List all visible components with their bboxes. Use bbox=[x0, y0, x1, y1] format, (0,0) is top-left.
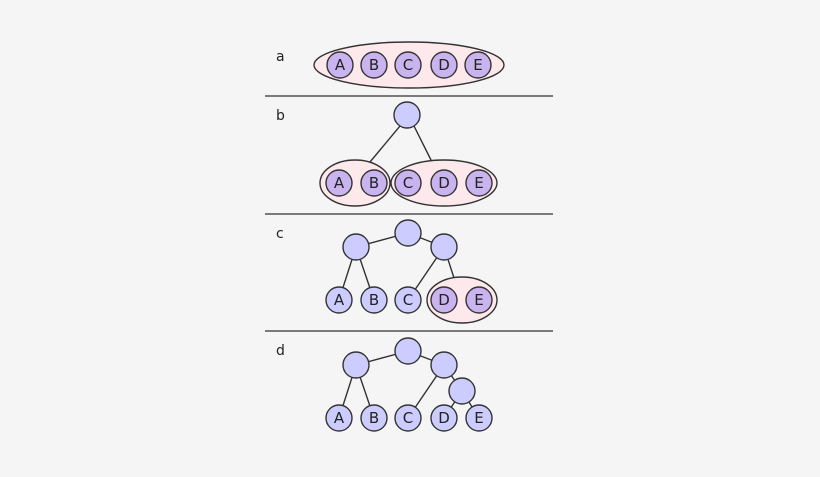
leaf-node-c-E: E bbox=[465, 286, 493, 314]
leaf-node-a-C: C bbox=[394, 51, 422, 79]
leaf-node-c-D: D bbox=[430, 286, 458, 314]
leaf-node-d-C: C bbox=[394, 404, 422, 432]
panel-label-c: c bbox=[276, 226, 284, 242]
panel-label-a: a bbox=[276, 49, 285, 65]
svg-text:B: B bbox=[369, 291, 379, 309]
leaf-node-a-D: D bbox=[430, 51, 458, 79]
leaf-node-c-B: B bbox=[360, 286, 388, 314]
leaf-node-c-C: C bbox=[394, 286, 422, 314]
leaf-node-b-B: B bbox=[360, 169, 388, 197]
leaf-node-b-A: A bbox=[325, 169, 353, 197]
panel-d: d A B C D E bbox=[276, 337, 493, 432]
leaf-node-c-A: A bbox=[325, 286, 353, 314]
panel-label-d: d bbox=[276, 343, 285, 359]
leaf-node-d-B: B bbox=[360, 404, 388, 432]
internal-node-d-left bbox=[342, 351, 370, 379]
internal-node-c-right bbox=[430, 233, 458, 261]
svg-text:E: E bbox=[474, 409, 483, 427]
svg-text:A: A bbox=[334, 291, 345, 309]
panel-a: a A B C D E bbox=[276, 41, 505, 89]
leaf-node-b-E: E bbox=[465, 169, 493, 197]
svg-text:C: C bbox=[403, 174, 413, 192]
leaf-node-a-E: E bbox=[464, 51, 492, 79]
svg-text:C: C bbox=[403, 291, 413, 309]
leaf-node-d-A: A bbox=[325, 404, 353, 432]
internal-node-d-sub bbox=[448, 377, 476, 405]
svg-text:E: E bbox=[474, 291, 483, 309]
edge-b-root-right bbox=[413, 125, 433, 163]
svg-text:D: D bbox=[438, 409, 450, 427]
leaf-node-b-C: C bbox=[394, 169, 422, 197]
svg-text:B: B bbox=[369, 174, 379, 192]
svg-text:C: C bbox=[403, 409, 413, 427]
internal-node-c-left bbox=[342, 233, 370, 261]
leaf-node-b-D: D bbox=[430, 169, 458, 197]
panel-c: c A B C D E bbox=[276, 219, 498, 324]
svg-text:A: A bbox=[334, 174, 345, 192]
svg-text:B: B bbox=[369, 56, 379, 74]
internal-node-c-root bbox=[394, 219, 422, 247]
internal-node-d-right bbox=[430, 351, 458, 379]
leaf-node-a-A: A bbox=[326, 51, 354, 79]
leaf-node-a-B: B bbox=[360, 51, 388, 79]
panel-label-b: b bbox=[276, 108, 285, 124]
svg-text:D: D bbox=[438, 56, 450, 74]
svg-text:A: A bbox=[335, 56, 346, 74]
svg-text:E: E bbox=[473, 56, 482, 74]
internal-node-d-root bbox=[394, 337, 422, 365]
edge-b-root-left bbox=[369, 125, 401, 163]
leaf-node-d-E: E bbox=[465, 404, 493, 432]
svg-text:D: D bbox=[438, 291, 450, 309]
svg-text:E: E bbox=[474, 174, 483, 192]
svg-text:C: C bbox=[403, 56, 413, 74]
panel-b: b A B C D E bbox=[276, 101, 498, 207]
internal-node-b-root bbox=[393, 101, 421, 129]
svg-text:B: B bbox=[369, 409, 379, 427]
svg-text:D: D bbox=[438, 174, 450, 192]
svg-text:A: A bbox=[334, 409, 345, 427]
leaf-node-d-D: D bbox=[430, 404, 458, 432]
